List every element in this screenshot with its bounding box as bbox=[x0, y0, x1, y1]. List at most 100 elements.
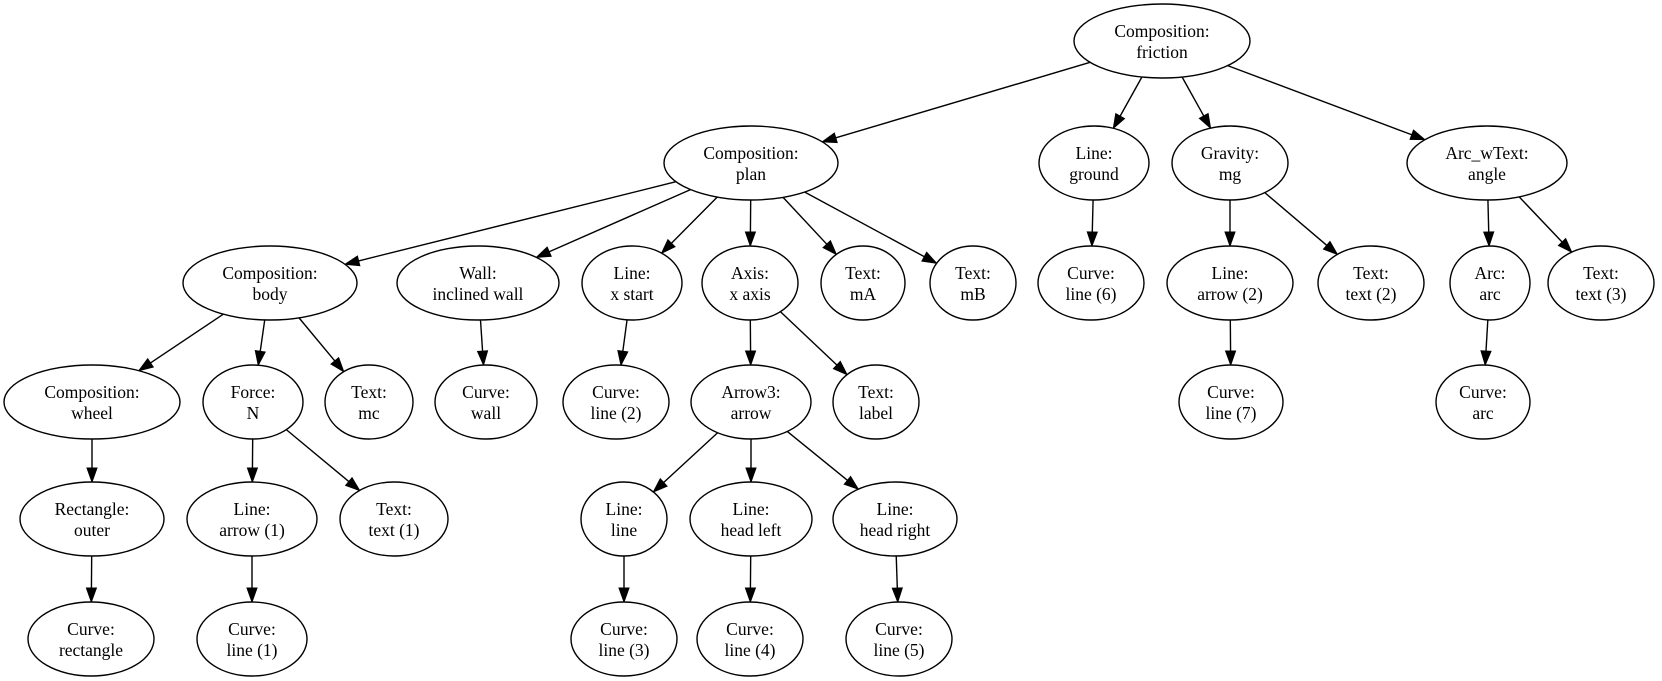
node-ellipse bbox=[701, 245, 799, 321]
arrowhead-icon bbox=[1409, 129, 1427, 141]
node-label: Gravity:mg bbox=[1201, 143, 1259, 184]
node-plan: Composition:plan bbox=[663, 125, 839, 201]
node-ellipse bbox=[1547, 245, 1655, 321]
node-ellipse bbox=[1406, 125, 1568, 201]
edge-line bbox=[786, 430, 848, 481]
arrowhead-icon bbox=[343, 255, 361, 267]
node-line7: Curve:line (7) bbox=[1178, 364, 1284, 440]
node-label: Wall:inclined wall bbox=[433, 263, 524, 304]
edge-plan-to-inclined-wall bbox=[535, 188, 691, 258]
edge-line bbox=[479, 319, 484, 352]
arrowhead-icon bbox=[1224, 231, 1236, 248]
node-ellipse bbox=[396, 245, 560, 321]
node-label: Curve:line (3) bbox=[598, 619, 649, 660]
node-body: Composition:body bbox=[182, 245, 358, 321]
node-label: Curve:line (4) bbox=[724, 619, 775, 660]
node-angle: Arc_wText:angle bbox=[1406, 125, 1568, 201]
node-friction: Composition:friction bbox=[1073, 3, 1251, 79]
node-ellipse bbox=[696, 601, 804, 677]
arrowhead-icon bbox=[1198, 112, 1212, 130]
node-inclined-wall: Wall:inclined wall bbox=[396, 245, 560, 321]
node-mc: Text:mc bbox=[324, 364, 414, 440]
node-rectangle: Curve:rectangle bbox=[27, 601, 155, 677]
edge-friction-to-plan bbox=[820, 61, 1091, 144]
edge-head-left-to-line4 bbox=[744, 555, 757, 604]
node-text3: Text:text (3) bbox=[1547, 245, 1655, 321]
arrowhead-icon bbox=[820, 132, 838, 144]
node-ellipse bbox=[832, 364, 920, 440]
edge-plan-to-x-start bbox=[660, 196, 718, 255]
edge-line bbox=[1119, 76, 1143, 117]
node-ellipse bbox=[3, 364, 181, 440]
edge-line bbox=[835, 61, 1091, 139]
edge-x-axis-to-arrow3 bbox=[744, 319, 757, 367]
node-ellipse bbox=[1166, 245, 1294, 321]
edge-plan-to-x-axis bbox=[744, 199, 757, 248]
edge-mg-to-text2 bbox=[1264, 192, 1339, 256]
node-ellipse bbox=[196, 601, 308, 677]
edge-plan-to-mB bbox=[804, 191, 938, 265]
edge-ground-to-line6 bbox=[1086, 199, 1098, 248]
edge-N-to-text1 bbox=[285, 429, 361, 492]
node-label: Line:x start bbox=[610, 263, 653, 304]
edge-inclined-wall-to-wall bbox=[476, 319, 489, 367]
edge-line bbox=[670, 196, 718, 244]
node-ellipse bbox=[202, 364, 304, 440]
node-label: Composition:friction bbox=[1114, 21, 1209, 62]
edge-line bbox=[1227, 64, 1413, 136]
node-line4: Curve:line (4) bbox=[696, 601, 804, 677]
node-line5: Curve:line (5) bbox=[845, 601, 953, 677]
node-ellipse bbox=[1038, 125, 1150, 201]
arrowhead-icon bbox=[652, 477, 668, 493]
edge-arrow3-to-head-left bbox=[745, 439, 757, 484]
node-label: Composition:plan bbox=[703, 143, 798, 184]
edge-N-to-arrow1 bbox=[246, 438, 259, 484]
arrowhead-icon bbox=[1086, 231, 1098, 248]
node-label: Arc:arc bbox=[1474, 263, 1505, 304]
edge-x-axis-to-label bbox=[779, 311, 849, 376]
node-label: Text:text (2) bbox=[1345, 263, 1396, 304]
node-label: Arc_wText:angle bbox=[1445, 143, 1528, 184]
node-curve-arc: Curve:arc bbox=[1435, 364, 1531, 440]
node-label: Curve:rectangle bbox=[59, 619, 123, 660]
node-ellipse bbox=[832, 481, 958, 557]
edge-line bbox=[285, 429, 350, 483]
node-ellipse bbox=[570, 601, 678, 677]
node-label: Line:arrow (2) bbox=[1197, 263, 1263, 304]
node-ellipse bbox=[186, 481, 318, 557]
edge-line bbox=[804, 191, 925, 258]
node-label: Curve:wall bbox=[462, 382, 510, 423]
node-arrow1: Line:arrow (1) bbox=[186, 481, 318, 557]
node-wheel: Composition:wheel bbox=[3, 364, 181, 440]
node-mA: Text:mA bbox=[820, 245, 906, 321]
node-label: Text:mB bbox=[955, 263, 991, 304]
arrowhead-icon bbox=[618, 587, 630, 604]
node-x-axis: Axis:x axis bbox=[701, 245, 799, 321]
node-label: Text:mA bbox=[845, 263, 881, 304]
edge-line bbox=[779, 311, 838, 366]
node-label: Curve:line (2) bbox=[590, 382, 641, 423]
node-label: Line:arrow (1) bbox=[219, 499, 285, 540]
node-arrow3: Arrow3:arrow bbox=[690, 364, 812, 440]
node-ground: Line:ground bbox=[1038, 125, 1150, 201]
arrowhead-icon bbox=[344, 476, 361, 492]
node-head-right: Line:head right bbox=[832, 481, 958, 557]
arrowhead-icon bbox=[745, 467, 757, 484]
edge-body-to-wheel bbox=[137, 313, 224, 372]
edge-line bbox=[150, 313, 224, 364]
edge-angle-to-arc bbox=[1483, 199, 1495, 248]
node-label: Text:label bbox=[832, 364, 920, 440]
node-label: Curve:line (1) bbox=[226, 619, 277, 660]
arrowhead-icon bbox=[744, 231, 757, 248]
node-ellipse bbox=[1317, 245, 1425, 321]
node-arrow2: Line:arrow (2) bbox=[1166, 245, 1294, 321]
node-mB: Text:mB bbox=[929, 245, 1017, 321]
node-wall: Curve:wall bbox=[434, 364, 538, 440]
edge-line bbox=[895, 555, 899, 589]
edge-line bbox=[548, 188, 691, 253]
node-ellipse bbox=[1037, 245, 1145, 321]
arrowhead-icon bbox=[137, 357, 155, 372]
node-label: Arrow3:arrow bbox=[721, 382, 780, 423]
arrowhead-icon bbox=[822, 239, 838, 256]
